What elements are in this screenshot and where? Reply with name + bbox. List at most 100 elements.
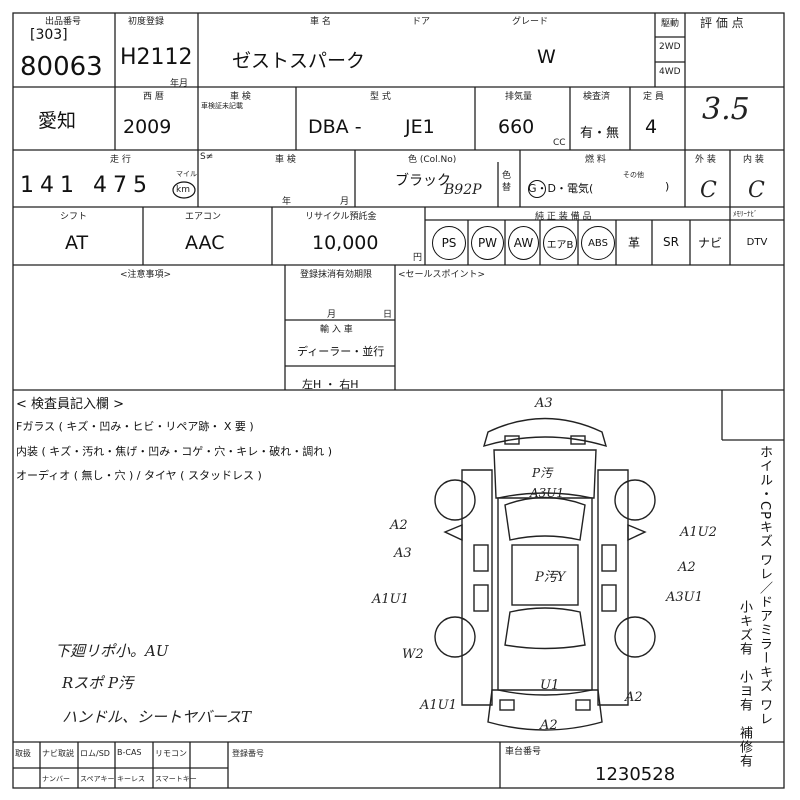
attention-label: <注意事項> [120,270,172,280]
color-label: 色 (Col.No) [408,155,457,165]
import-label: 輸 入 車 [320,325,353,335]
mark-rear-1: U1 [540,678,560,693]
mark-front: A3 [535,396,553,411]
drive-label: 駆動 [661,19,680,29]
mark-rear-3: A2 [540,718,558,733]
option-3: エアB [543,226,577,260]
option-1: PW [471,226,504,260]
color-value: ブラック [395,173,451,189]
footer-top-label-2: ロム/SD [80,749,110,758]
handwritten-note-2: Rスポ P汚 [62,674,134,692]
car-name: ゼストスパーク [232,50,366,72]
name-label: 車 名 [310,17,331,27]
handle-value: 左H ・ 右H [302,378,359,391]
reg-label: 初度登録 [128,17,165,27]
recycle-value: 10,000 [312,232,379,254]
inspect-label: 検査済 [583,92,611,102]
year-label: 西 暦 [143,92,164,102]
body-number-value: 1230528 [595,764,676,785]
cc-value: 660 [498,116,535,138]
option-8: DTV [746,236,768,248]
mark-hood-2: A3U1 [530,486,565,500]
inspection-line1: Fガラス ( キズ・凹み・ヒビ・リペア跡・ X 要 ) [16,420,254,433]
shaken-note: 車検証未記載 [201,102,243,110]
mark-right-2: A2 [678,560,696,575]
mark-hood-1: P汚 [532,466,553,480]
recycle-unit: 円 [413,253,423,263]
footer-top-label-0: 取扱 [15,749,31,758]
shaken3-label: 車 検 [275,155,296,165]
mark-left-3: A1U1 [372,592,409,607]
option-5: 革 [627,235,640,250]
inspect-value: 有・無 [580,126,620,141]
exterior-value: C [700,178,717,203]
side-text-2: 小キズ有 小ヨ有 補修有 [737,600,752,768]
ac-label: エアコン [185,212,222,222]
footer-bottom-label-1: スペアキー [80,775,115,783]
color-side: 色替 [502,171,512,193]
seats-label: 定 員 [643,92,664,102]
expiry-month: 月 [327,310,337,320]
grade-value: W [537,46,556,68]
ac-value: AAC [185,232,225,254]
fuel-label: 燃 料 [585,155,606,165]
mark-right-1: A1U2 [680,525,717,540]
s-label: S≠ [200,152,214,162]
inspection-title: < 検査員記入欄 > [16,397,125,412]
side-text-1: ホイル・CPキズ ワレ／ドアミラーキズ ワレ [757,445,772,727]
footer-top-label-5: 登録番号 [232,749,264,758]
region: 愛知 [38,110,77,132]
mark-left-4: W2 [402,647,424,662]
lot-code: [303] [30,27,68,43]
shaken-label: 車 検 [230,92,251,102]
drive-4wd: 4WD [659,67,681,77]
footer-top-label-1: ナビ取説 [42,749,74,758]
mileage-unit-label: マイル [176,170,197,178]
expiry-day: 日 [383,310,393,320]
mileage-value: 141 475 [20,173,153,198]
door-label: ドア [412,17,431,27]
option-7: ナビ [697,235,722,250]
grade-label: グレード [512,17,549,27]
shaken-month: 月 [340,197,350,207]
import-value: ディーラー・並行 [297,345,385,358]
lot-label: 出品番号 [45,17,82,27]
mileage-label: 走 行 [110,155,131,165]
option-0: PS [432,226,466,260]
footer-top-label-3: B-CAS [117,748,142,757]
fuel-circle [528,180,546,198]
option-2: AW [508,226,539,260]
reg-unit: 年月 [170,79,189,89]
option-4: ABS [581,226,615,260]
shift-label: シフト [60,212,88,222]
lot-number: 80063 [20,52,103,82]
year-value: 2009 [123,116,172,138]
score-value: 3.5 [702,92,750,127]
footer-bottom-label-3: スマートキー [155,775,197,783]
body-number-label: 車台番号 [505,747,542,757]
exterior-label: 外 装 [695,155,716,165]
option-6: SR [663,235,679,249]
mark-roof: P汚Y [535,570,566,585]
recycle-label: リサイクル預託金 [305,212,377,222]
interior-value: C [748,178,765,203]
expiry-label: 登録抹消有効期限 [300,270,373,280]
fuel-close: ) [665,180,670,193]
shaken-year: 年 [282,197,292,207]
footer-bottom-label-0: ナンバー [42,775,70,783]
model-value: JE1 [405,116,435,138]
options-label: 純 正 装 備 品 [535,212,592,222]
other-label: ﾒﾓﾘｰﾅﾋﾞ [733,210,758,218]
footer-top-label-4: リモコン [155,749,187,758]
mark-left-1: A2 [390,518,408,533]
model-label: 型 式 [370,92,391,102]
interior-label: 内 装 [743,155,764,165]
inspection-line3: オーディオ ( 無し・穴 ) / タイヤ ( スタッドレス ) [16,469,262,482]
mark-left-2: A3 [394,546,412,561]
mileage-unit: km [176,185,190,195]
mark-rear-2: A2 [625,690,643,705]
fuel-other: その他 [623,171,644,179]
